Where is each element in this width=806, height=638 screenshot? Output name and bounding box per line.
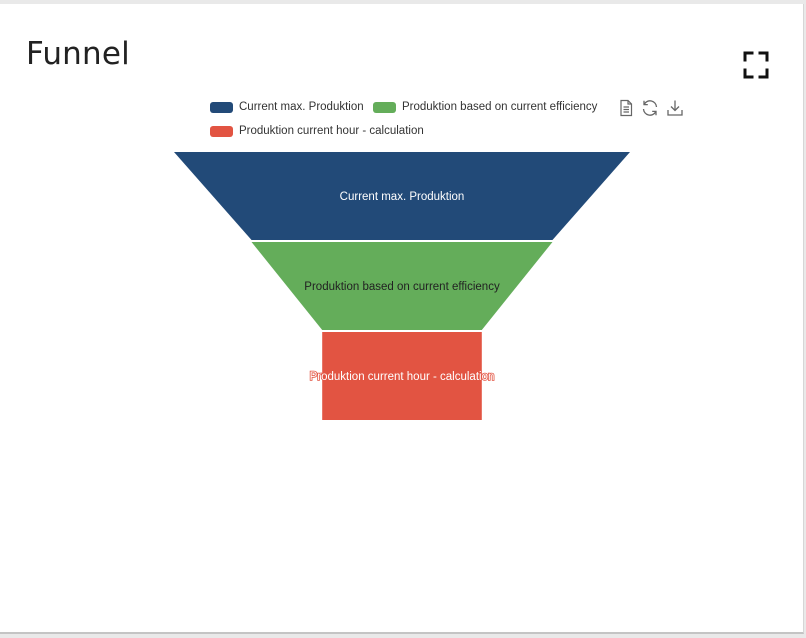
legend-item-efficiency[interactable]: Produktion based on current efficiency (373, 100, 597, 114)
legend-swatch (210, 101, 233, 113)
restore-icon[interactable] (641, 99, 659, 117)
funnel-segment-produktion-based-on-current-efficiency[interactable] (251, 242, 553, 330)
legend-item-current-hour[interactable]: Produktion current hour - calculation (210, 124, 424, 138)
funnel-label-produktion-based-on-current-efficiency: Produktion based on current efficiency (304, 281, 500, 293)
funnel-label-produktion-current-hour-calculation: Produktion current hour - calculation (310, 371, 495, 383)
legend-label: Produktion based on current efficiency (402, 101, 598, 113)
save-image-icon[interactable] (666, 99, 684, 117)
legend-label: Produktion current hour - calculation (239, 125, 424, 137)
legend-label: Current max. Produktion (239, 101, 364, 113)
data-view-icon[interactable] (617, 99, 635, 117)
fullscreen-icon[interactable] (743, 51, 769, 79)
card-title: Funnel (26, 36, 130, 72)
funnel-segment-current-max-produktion[interactable] (174, 152, 630, 240)
legend-item-current-max[interactable]: Current max. Produktion (210, 100, 364, 114)
funnel-segment-produktion-current-hour-calculation[interactable] (322, 332, 482, 420)
legend-swatch (210, 125, 233, 137)
legend-swatch (373, 101, 396, 113)
funnel-label-current-max-produktion: Current max. Produktion (340, 191, 465, 203)
